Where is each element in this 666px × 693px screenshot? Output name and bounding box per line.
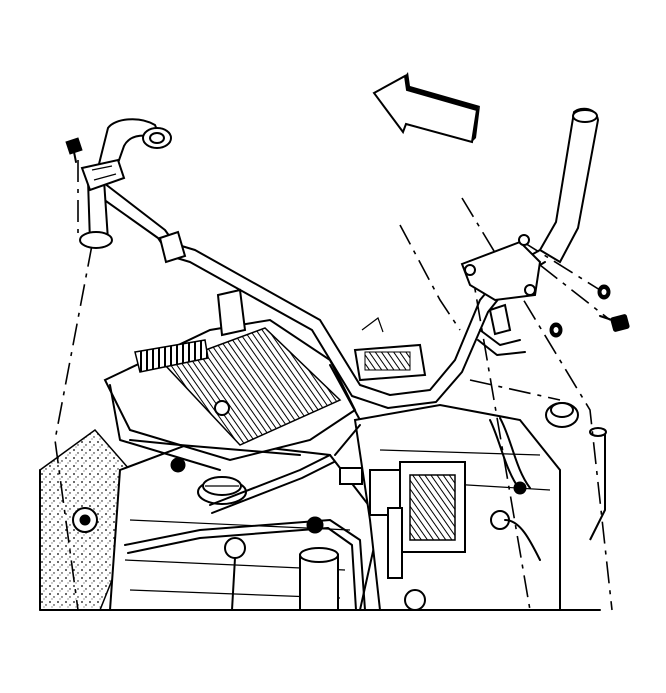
pipe-right-riser[interactable] xyxy=(538,107,600,264)
front-direction-arrow-icon xyxy=(372,72,480,144)
pipe-clip-left[interactable] xyxy=(80,158,126,192)
left-bracket xyxy=(216,288,247,337)
nut-right-upper-icon[interactable] xyxy=(597,284,611,300)
fasteners xyxy=(65,137,630,338)
coolant-bypass-pipe[interactable] xyxy=(79,107,600,409)
bolt-left-icon[interactable] xyxy=(65,137,83,163)
coolant-reservoir-cap xyxy=(545,402,579,428)
corrugated-hose xyxy=(134,339,209,373)
nut-right-lower-icon[interactable] xyxy=(549,322,563,338)
oil-filler-cap xyxy=(197,476,247,505)
fuel-line-bundle xyxy=(124,424,366,611)
dipstick-ring xyxy=(224,537,246,559)
pipe-flange-left[interactable] xyxy=(79,231,113,249)
intake-fin-panel xyxy=(163,327,342,446)
bolt-right-icon[interactable] xyxy=(599,314,630,332)
pipe-clip-mid[interactable] xyxy=(158,230,187,264)
engine-assembly xyxy=(39,288,607,611)
